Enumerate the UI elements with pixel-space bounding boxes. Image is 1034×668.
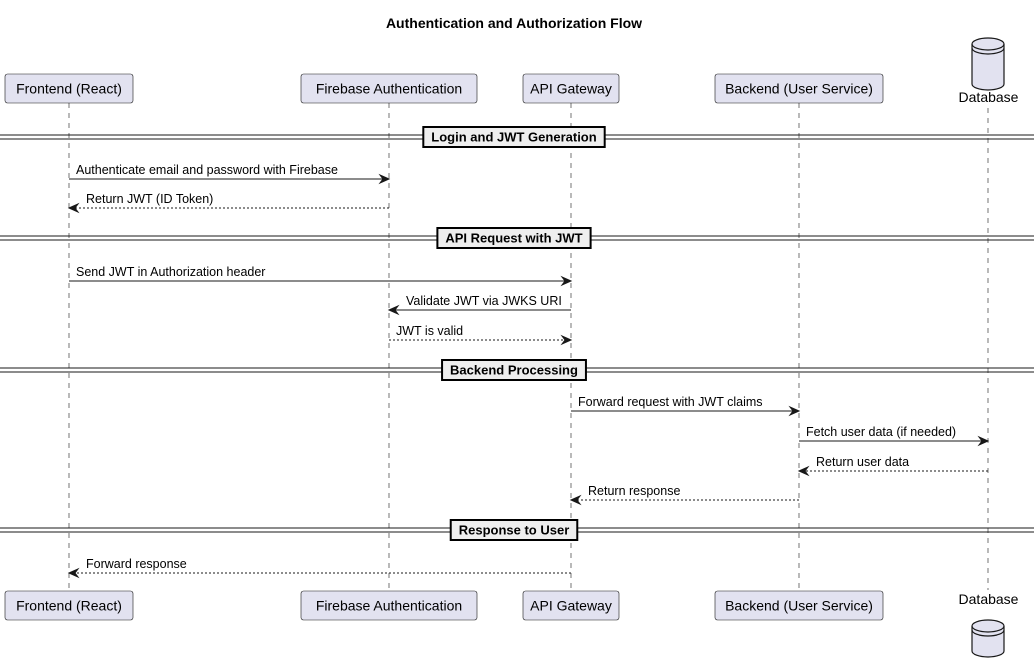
participant-box [714, 590, 884, 621]
participant-gateway-top: API Gateway [522, 73, 620, 104]
participant-label: Frontend (React) [16, 81, 122, 97]
diagram-title: Authentication and Authorization Flow [386, 15, 642, 31]
divider-box [449, 519, 579, 541]
messages: Authenticate email and password with Fir… [67, 163, 990, 579]
message-label: Authenticate email and password with Fir… [76, 163, 338, 177]
message-label: Return response [588, 484, 680, 498]
participant-box [300, 590, 478, 621]
message-arrow: Return user data [797, 455, 988, 477]
arrowhead-icon [788, 405, 801, 417]
participant-frontend-top: Frontend (React) [4, 73, 134, 104]
participant-label: Firebase Authentication [316, 598, 462, 614]
database-icon [971, 619, 1005, 658]
message-arrow: JWT is valid [389, 324, 573, 346]
participant-frontend-bottom: Frontend (React) [4, 590, 134, 621]
database-icon [971, 37, 1005, 91]
message-arrow: Forward response [67, 557, 571, 579]
participant-label: Backend (User Service) [725, 598, 873, 614]
message-label: JWT is valid [396, 324, 463, 338]
lifelines [68, 103, 989, 591]
message-arrow: Fetch user data (if needed) [799, 425, 990, 447]
participant-database-top: Database [959, 37, 1019, 105]
participant-box [300, 73, 478, 104]
message-arrow: Return response [569, 484, 799, 506]
participant-box [522, 590, 620, 621]
participant-label: Database [959, 89, 1019, 105]
message-label: Forward request with JWT claims [578, 395, 763, 409]
arrowhead-icon [569, 494, 582, 506]
message-arrow: Authenticate email and password with Fir… [69, 163, 391, 185]
participant-box [522, 73, 620, 104]
section-divider: API Request with JWT [0, 227, 1034, 249]
message-label: Send JWT in Authorization header [76, 265, 265, 279]
participant-label: Database [959, 591, 1019, 607]
message-arrow: Forward request with JWT claims [571, 395, 801, 417]
section-divider: Response to User [0, 519, 1034, 541]
participant-firebase-top: Firebase Authentication [300, 73, 478, 104]
arrowhead-icon [560, 334, 573, 346]
participants: Frontend (React) Frontend (React) Firebase… [4, 37, 1019, 658]
arrowhead-icon [67, 202, 80, 214]
participant-backend-top: Backend (User Service) [714, 73, 884, 104]
arrowhead-icon [378, 173, 391, 185]
arrowhead-icon [560, 275, 573, 287]
arrowhead-icon [977, 435, 990, 447]
participant-label: API Gateway [530, 81, 612, 97]
participant-label: Frontend (React) [16, 598, 122, 614]
section-divider: Login and JWT Generation [0, 126, 1034, 148]
participant-label: API Gateway [530, 598, 612, 614]
arrowhead-icon [387, 304, 400, 316]
divider-box [422, 126, 606, 148]
divider-label: API Request with JWT [445, 231, 582, 246]
participant-box [4, 590, 134, 621]
participant-database-bottom: Database [959, 591, 1019, 658]
participant-firebase-bottom: Firebase Authentication [300, 590, 478, 621]
divider-box [441, 359, 587, 381]
message-arrow: Validate JWT via JWKS URI [387, 294, 571, 316]
message-label: Fetch user data (if needed) [806, 425, 956, 439]
participant-gateway-bottom: API Gateway [522, 590, 620, 621]
divider-label: Login and JWT Generation [431, 130, 596, 145]
participant-backend-bottom: Backend (User Service) [714, 590, 884, 621]
message-label: Return user data [816, 455, 909, 469]
section-divider: Backend Processing [0, 359, 1034, 381]
participant-label: Backend (User Service) [725, 81, 873, 97]
divider-label: Backend Processing [450, 363, 578, 378]
participant-label: Firebase Authentication [316, 81, 462, 97]
message-label: Forward response [86, 557, 187, 571]
participant-box [714, 73, 884, 104]
participant-box [4, 73, 134, 104]
divider-box [436, 227, 592, 249]
message-label: Validate JWT via JWKS URI [406, 294, 562, 308]
arrowhead-icon [67, 567, 80, 579]
message-label: Return JWT (ID Token) [86, 192, 213, 206]
message-arrow: Return JWT (ID Token) [67, 192, 389, 214]
divider-label: Response to User [459, 523, 570, 538]
arrowhead-icon [797, 465, 810, 477]
message-arrow: Send JWT in Authorization header [69, 265, 573, 287]
